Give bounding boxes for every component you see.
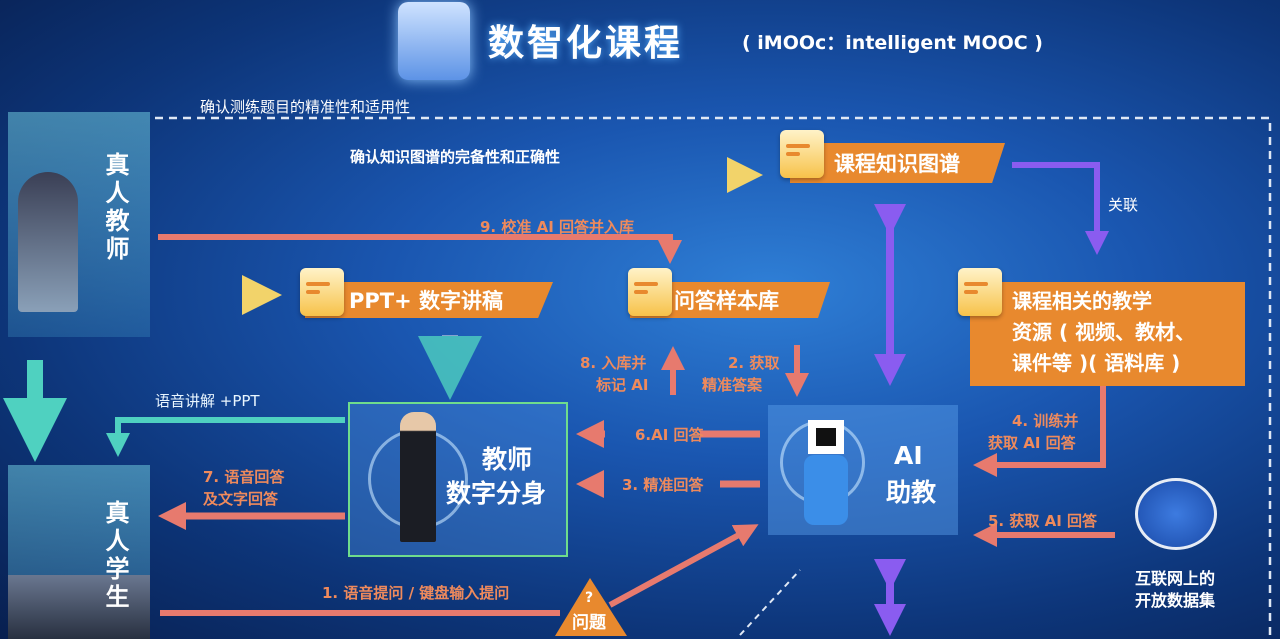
arrow-question-ai — [608, 524, 759, 608]
internet-label: 开放数据集 — [1135, 591, 1216, 610]
student-label: 真人学生 — [101, 500, 129, 612]
ai-assistant-label: 助教 — [886, 478, 937, 507]
question-mark-icon: ? — [585, 590, 594, 606]
step9-label: 9. 校准 AI 回答并入库 — [480, 218, 634, 236]
dashed-boundary — [155, 116, 1272, 639]
step1-label: 1. 语音提问 / 键盘输入提问 — [322, 584, 510, 602]
arrow-voice-ppt — [106, 417, 345, 457]
globe-icon — [1135, 478, 1217, 550]
folder-icon — [780, 130, 824, 178]
ppt-label: PPT+ 数字讲稿 — [349, 289, 504, 313]
relate-label: 关联 — [1108, 196, 1139, 214]
top-note: 确认测练题目的精准性和适用性 — [200, 98, 411, 116]
question-label: 问题 — [572, 613, 606, 633]
step8-label: 8. 入库并 — [580, 354, 647, 372]
robot-head-icon — [808, 420, 844, 454]
step4-label: 4. 训练并 — [1012, 412, 1079, 430]
step5-label: 5. 获取 AI 回答 — [988, 512, 1097, 530]
digital-twin-avatar — [400, 412, 436, 542]
folder-icon — [300, 268, 344, 316]
voice-ppt-label: 语音讲解 +PPT — [155, 392, 260, 410]
step6-label: 6.AI 回答 — [635, 426, 704, 444]
ai-assistant-label: AI — [894, 441, 923, 470]
teacher-panel: 真人教师 — [8, 112, 150, 337]
step7-label: 及文字回答 — [203, 490, 279, 508]
dashed-diagonal — [739, 569, 801, 636]
page-title: 数智化课程 — [488, 23, 684, 64]
resources-line: 课件等 )( 语料库 ) — [1012, 351, 1181, 375]
student-panel: 真人学生 — [8, 465, 150, 639]
digital-twin-label: 数字分身 — [446, 479, 547, 508]
page-subtitle: ( iMOOc：intelligent MOOC ) — [742, 32, 1043, 54]
confirm-graph-label: 确认知识图谱的完备性和正确性 — [350, 148, 561, 166]
digital-twin-node: 教师 数字分身 — [348, 402, 568, 557]
folder-icon — [958, 268, 1002, 316]
course-logo-icon — [398, 2, 470, 80]
internet-label: 互联网上的 — [1135, 569, 1216, 588]
digital-twin-label: 教师 — [481, 445, 532, 474]
step3-label: 3. 精准回答 — [622, 476, 704, 494]
knowledge-graph-label: 课程知识图谱 — [834, 152, 960, 176]
resources-line: 课程相关的教学 — [1012, 289, 1152, 313]
teacher-image — [18, 172, 78, 312]
knowledge-graph-node: 课程知识图谱 — [790, 143, 1005, 183]
robot-body-icon — [804, 455, 848, 525]
resources-line: 资源 ( 视频、教材、 — [1012, 320, 1196, 344]
step8-label: 标记 AI — [596, 376, 649, 394]
step7-label: 7. 语音回答 — [203, 468, 285, 486]
folder-icon — [628, 268, 672, 316]
teacher-label: 真人教师 — [101, 152, 129, 264]
arrow-relate — [1012, 162, 1109, 255]
ai-assistant-node: AI 助教 — [768, 405, 958, 535]
students-image — [8, 575, 150, 639]
ppt-node: PPT+ 数字讲稿 — [305, 282, 553, 318]
resources-node: 课程相关的教学 资源 ( 视频、教材、 课件等 )( 语料库 ) — [970, 282, 1245, 386]
question-triangle — [555, 578, 627, 636]
step4-label: 获取 AI 回答 — [988, 434, 1076, 452]
qa-library-label: 问答样本库 — [674, 289, 779, 313]
arrow-step9 — [158, 234, 682, 264]
step2-label: 精准答案 — [702, 376, 763, 394]
step2-label: 2. 获取 — [728, 354, 780, 372]
